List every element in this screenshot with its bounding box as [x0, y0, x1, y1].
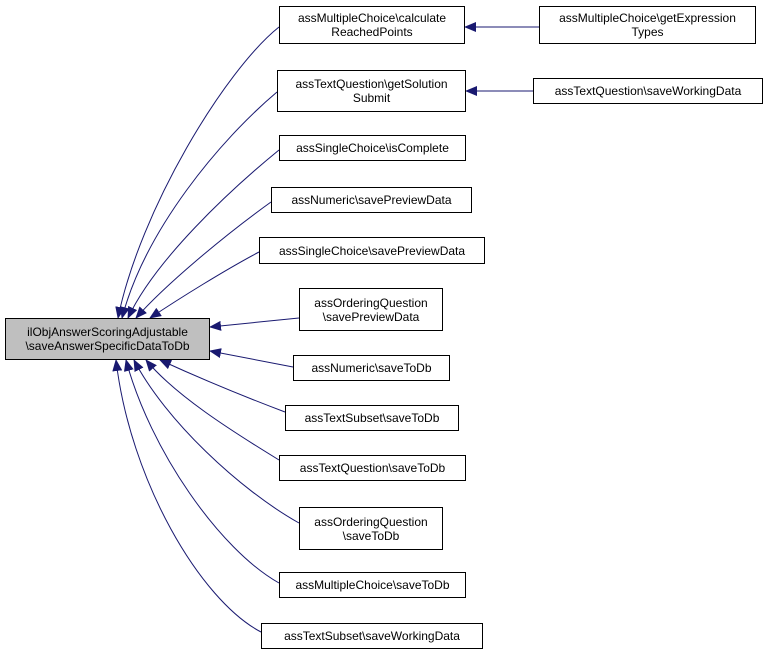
node-label-line: assNumeric\savePreviewData — [291, 193, 452, 207]
edge-sc_preview-to-root — [149, 251, 260, 319]
node-label-line: ilObjAnswerScoringAdjustable — [27, 325, 188, 339]
node-num-preview[interactable]: assNumeric\savePreviewData — [271, 187, 472, 213]
edge-tq_db-to-root — [145, 359, 280, 461]
node-num-db[interactable]: assNumeric\saveToDb — [293, 355, 450, 381]
node-label-line: ReachedPoints — [331, 25, 413, 39]
node-label-line: assMultipleChoice\saveToDb — [295, 578, 450, 592]
edge-num_preview-to-root — [135, 201, 272, 319]
node-ts-work[interactable]: assTextSubset\saveWorkingData — [261, 623, 483, 649]
node-label-line: \savePreviewData — [322, 309, 420, 324]
node-root[interactable]: ilObjAnswerScoringAdjustable\saveAnswerS… — [5, 318, 210, 360]
edge-ts_db-to-root — [159, 359, 286, 413]
node-label-line: assSingleChoice\savePreviewData — [278, 243, 466, 258]
node-sc-complete[interactable]: assSingleChoice\isComplete — [279, 135, 466, 161]
node-sc-preview[interactable]: assSingleChoice\savePreviewData — [259, 237, 485, 264]
edge-tq_getsol-to-root — [119, 91, 278, 319]
node-label-line: assNumeric\saveToDb — [311, 361, 432, 375]
node-tq-db[interactable]: assTextQuestion\saveToDb — [279, 455, 466, 481]
edge-mc_calc-to-root — [115, 26, 280, 319]
node-tq-work[interactable]: assTextQuestion\saveWorkingData — [533, 78, 763, 104]
node-ts-db[interactable]: assTextSubset\saveToDb — [285, 405, 459, 431]
node-label-line: assTextQuestion\saveToDb — [299, 461, 446, 475]
node-label-line: assOrderingQuestion — [314, 295, 428, 310]
node-label-line: assMultipleChoice\calculate — [297, 11, 447, 25]
node-label-line: \saveAnswerSpecificDataToDb — [25, 339, 190, 353]
node-label-line: assTextSubset\saveToDb — [304, 411, 440, 425]
edge-mc_db-to-root — [124, 359, 280, 584]
node-label-line: assSingleChoice\isComplete — [296, 141, 449, 155]
node-label-line: assTextQuestion\getSolution — [295, 77, 448, 91]
node-label-line: \saveToDb — [342, 528, 400, 543]
node-label-line: assTextQuestion\saveWorkingData — [554, 84, 742, 98]
edge-ts_work-to-root — [112, 359, 262, 633]
edge-num_db-to-root — [209, 348, 294, 368]
node-oq-db[interactable]: assOrderingQuestion\saveToDb — [299, 507, 443, 550]
node-label-line: assTextSubset\saveWorkingData — [284, 629, 460, 643]
node-mc-db[interactable]: assMultipleChoice\saveToDb — [279, 572, 466, 598]
node-label-line: assOrderingQuestion — [314, 514, 428, 529]
node-label-line: assMultipleChoice\getExpression — [559, 11, 736, 25]
node-label-line: Submit — [352, 91, 391, 105]
edge-oq_preview-to-root — [209, 317, 300, 331]
edge-sc_complete-to-root — [127, 149, 280, 319]
edge-oq_db-to-root — [133, 359, 300, 524]
node-oq-preview[interactable]: assOrderingQuestion\savePreviewData — [299, 288, 443, 331]
node-label-line: Types — [631, 25, 664, 39]
